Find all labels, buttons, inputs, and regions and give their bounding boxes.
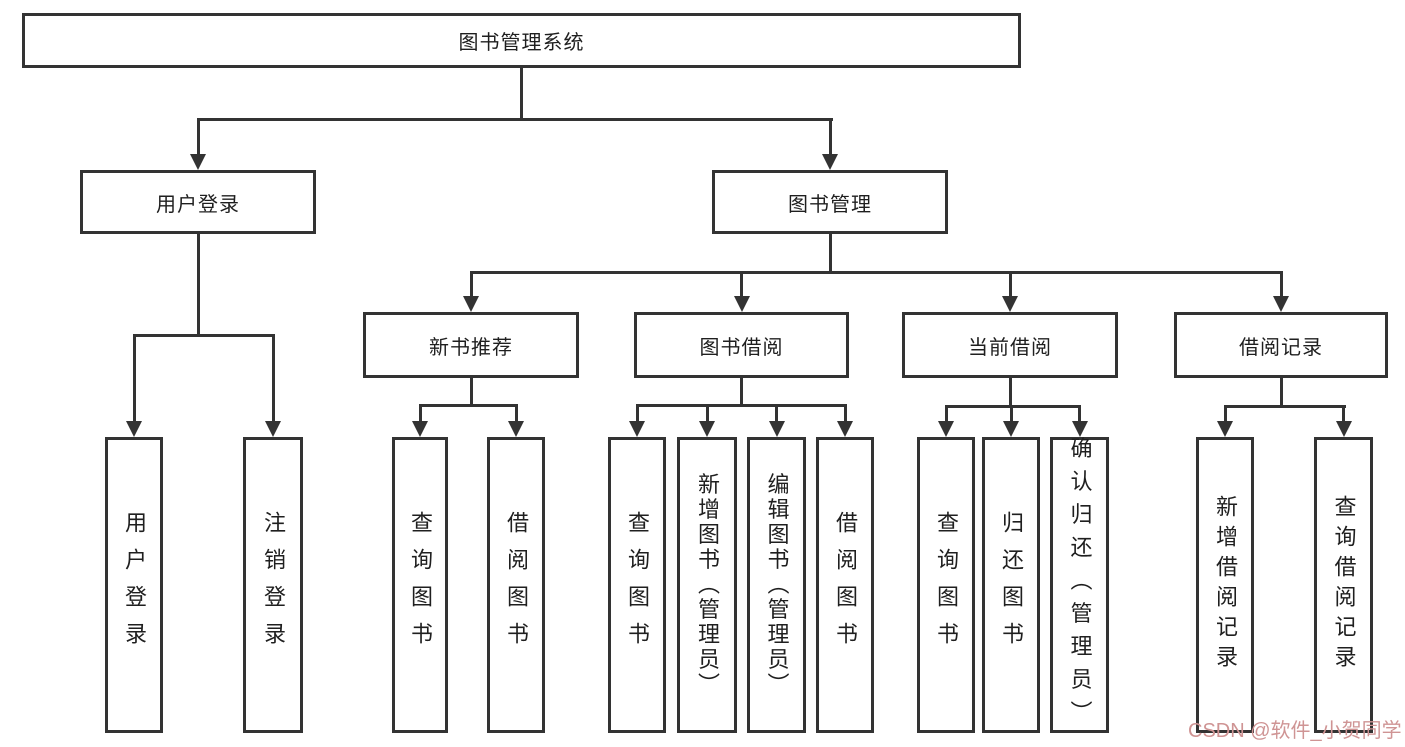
connector-arrow <box>132 335 136 421</box>
node-borrowing-records: 借阅记录 <box>1174 312 1388 378</box>
connector-arrow <box>514 405 518 421</box>
connector-arrow <box>469 272 473 296</box>
connector-arrow <box>828 119 832 154</box>
leaf-label: 新增借阅记录 <box>1213 495 1238 675</box>
node-book-borrowing: 图书借阅 <box>634 312 849 378</box>
connector-stem <box>1279 378 1283 406</box>
leaf-label: 编辑图书（管理员） <box>764 472 790 698</box>
leaf-query-books-borrowing: 查询图书 <box>608 437 666 733</box>
connector-arrow <box>944 406 948 421</box>
leaf-return-book: 归还图书 <box>982 437 1040 733</box>
connector-bar <box>132 333 275 337</box>
connector-bar <box>196 117 833 121</box>
node-label: 用户登录 <box>156 193 240 216</box>
leaf-confirm-return-admin: 确认归还（管理员） <box>1050 436 1109 734</box>
connector-arrow <box>843 405 847 421</box>
csdn-watermark: CSDN @软件_小贺同学 <box>1188 720 1402 742</box>
leaf-add-borrow-record: 新增借阅记录 <box>1196 437 1254 733</box>
node-current-borrowing: 当前借阅 <box>902 312 1118 378</box>
node-label: 图书管理系统 <box>458 32 585 54</box>
node-library-management-system: 图书管理系统 <box>22 13 1021 68</box>
leaf-edit-book-admin: 编辑图书（管理员） <box>747 437 806 733</box>
leaf-user-login: 用户登录 <box>105 437 163 733</box>
connector-bar <box>469 270 1283 274</box>
connector-arrow <box>1342 406 1345 421</box>
leaf-borrow-books-borrowing: 借阅图书 <box>816 437 874 733</box>
connector-arrow <box>418 405 422 421</box>
node-new-book-recommend: 新书推荐 <box>363 312 579 378</box>
node-label: 当前借阅 <box>968 336 1052 359</box>
leaf-label: 归还图书 <box>999 511 1024 659</box>
leaf-query-borrow-record: 查询借阅记录 <box>1314 437 1373 733</box>
connector-arrow <box>1009 406 1013 421</box>
leaf-query-books-current: 查询图书 <box>917 437 975 733</box>
leaf-label: 注销登录 <box>261 511 286 659</box>
connector-bar <box>418 403 518 407</box>
connector-bar <box>1223 404 1346 408</box>
leaf-label: 查询图书 <box>934 511 959 659</box>
leaf-label: 查询借阅记录 <box>1331 495 1357 675</box>
connector-arrow <box>635 405 639 421</box>
leaf-logout: 注销登录 <box>243 437 303 733</box>
connector-arrow <box>1223 406 1227 421</box>
connector-arrow <box>1008 272 1012 296</box>
connector-bar <box>635 403 847 407</box>
connector-stem <box>740 378 743 405</box>
connector-arrow <box>1279 272 1283 296</box>
node-book-management-branch: 图书管理 <box>712 170 948 234</box>
leaf-add-book-admin: 新增图书（管理员） <box>677 437 737 733</box>
connector-arrow <box>1078 406 1081 421</box>
connector-stem <box>196 234 200 335</box>
leaf-label: 确认归还（管理员） <box>1067 436 1093 734</box>
leaf-query-books-recommend: 查询图书 <box>392 437 448 733</box>
connector-stem <box>1008 378 1012 406</box>
node-user-login-branch: 用户登录 <box>80 170 316 234</box>
leaf-label: 新增图书（管理员） <box>695 472 720 698</box>
leaf-label: 借阅图书 <box>504 511 529 659</box>
leaf-label: 查询图书 <box>408 511 433 659</box>
leaf-label: 借阅图书 <box>833 511 858 659</box>
connector-bar <box>944 404 1081 408</box>
connector-stem <box>828 234 832 272</box>
node-label: 借阅记录 <box>1239 336 1323 359</box>
node-label: 图书借阅 <box>699 336 784 359</box>
leaf-borrow-books-recommend: 借阅图书 <box>487 437 545 733</box>
connector-arrow <box>271 335 275 421</box>
connector-arrow <box>775 405 778 421</box>
leaf-label: 用户登录 <box>122 511 147 659</box>
connector-arrow <box>196 119 200 154</box>
connector-arrow <box>740 272 743 296</box>
connector-arrow <box>705 405 709 421</box>
node-label: 新书推荐 <box>429 336 513 359</box>
connector-stem <box>469 378 473 405</box>
connector-stem <box>519 68 523 119</box>
node-label: 图书管理 <box>788 193 872 216</box>
leaf-label: 查询图书 <box>625 511 650 659</box>
